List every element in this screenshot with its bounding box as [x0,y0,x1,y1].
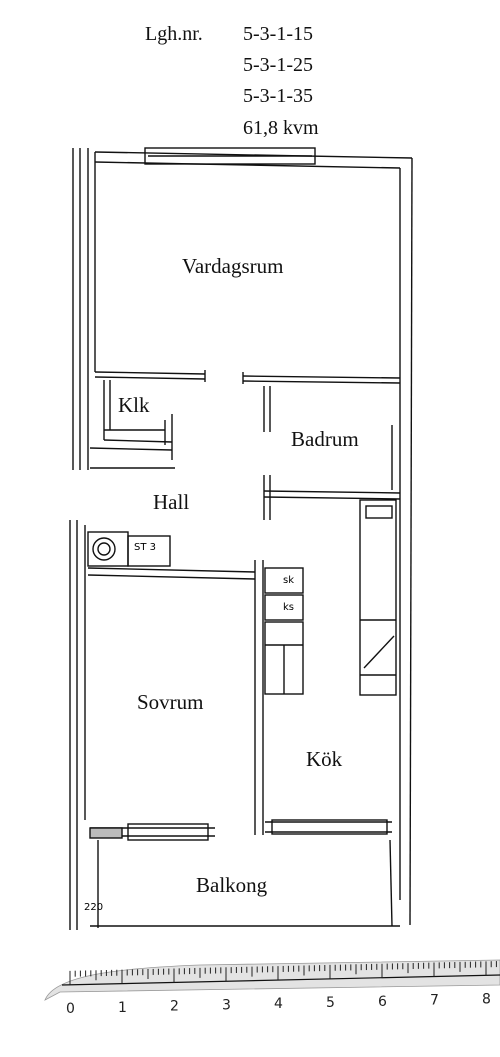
apartment-area: 61,8 kvm [243,117,319,139]
top-window [144,147,316,165]
header-label: Lgh.nr. [145,23,203,45]
ruler-number: 1 [118,1000,127,1016]
shaft-label: ST 3 [134,542,156,553]
cabinet-sk-label: sk [283,575,294,586]
ruler-number: 5 [326,995,335,1011]
room-vardagsrum: Vardagsrum [182,254,284,278]
scale-ruler: 0 1 2 3 4 5 6 7 8 [44,959,500,1017]
ruler-number: 0 [66,1001,75,1017]
dimension-label: 220 [84,902,103,913]
ventilation-shaft [87,531,129,567]
room-sovrum: Sovrum [137,690,204,714]
ruler-number: 4 [274,996,283,1012]
room-balkong: Balkong [196,873,268,897]
cabinet-sk [264,567,304,594]
unit-number-3: 5-3-1-35 [243,85,313,107]
ruler-number: 8 [482,991,491,1007]
ruler-number: 6 [378,994,387,1010]
unit-number-1: 5-3-1-15 [243,23,313,45]
room-badrum: Badrum [291,427,359,451]
cabinet-ks [264,594,304,621]
cabinet-ks-label: ks [283,602,294,613]
top-wall [94,151,413,159]
ruler-number: 3 [222,997,231,1013]
living-room-wall [94,371,206,375]
ruler-number: 2 [170,999,179,1015]
room-kok: Kök [306,747,343,771]
bedroom-top-wall [87,567,256,573]
unit-number-2: 5-3-1-25 [243,54,313,76]
kitchen-counter [359,499,397,696]
room-klk: Klk [118,393,150,417]
room-hall: Hall [153,490,190,514]
ruler-number: 7 [430,993,439,1009]
